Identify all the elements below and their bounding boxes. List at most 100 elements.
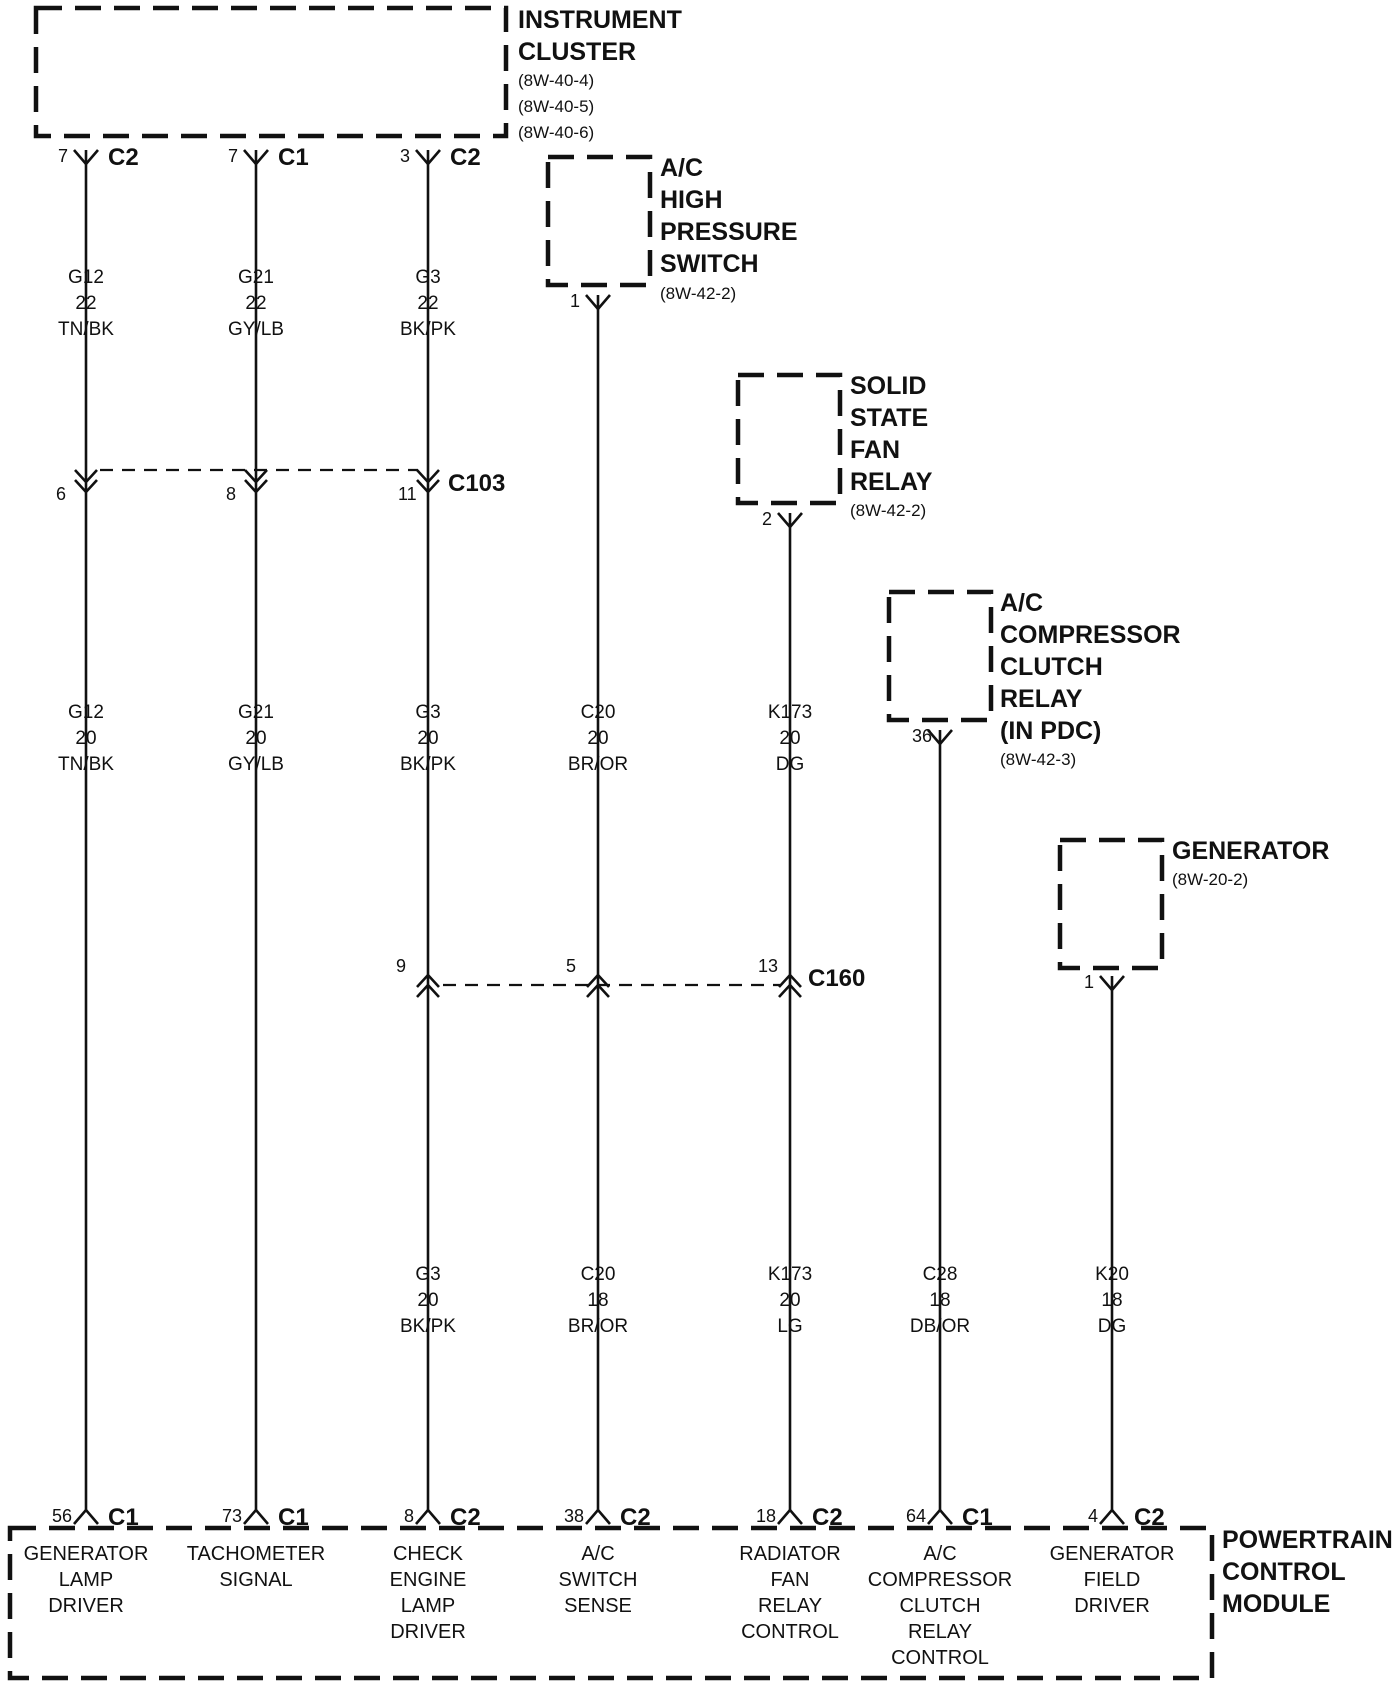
pcm-label-line2: CONTROL [1222, 1558, 1346, 1586]
instrument-cluster-ref-1: (8W-40-4) [518, 71, 594, 90]
wire-c20-top-pin: 1 [570, 291, 580, 311]
wire-g3-c103-terminal [416, 469, 440, 494]
wire-c20-seg2-label-1: 20 [587, 728, 608, 749]
ac-high-pressure-switch-box [545, 154, 653, 288]
ac-high-pressure-switch: A/C HIGH PRESSURE SWITCH (8W-42-2) [545, 154, 798, 303]
wire-k173-pcm-connector: C2 [812, 1504, 843, 1531]
wire-g12-seg1-label-0: G12 [68, 267, 104, 288]
wire-k20-pcm-connector: C2 [1134, 1504, 1165, 1531]
ssfr-label-line3: FAN [850, 436, 900, 464]
pcm-function-g12-line-0: GENERATOR [24, 1543, 149, 1565]
instrument-cluster-label-line1: INSTRUMENT [518, 6, 682, 34]
wire-g3-seg3-label-2: BK/PK [400, 1316, 456, 1337]
wire-k173-seg2-label-1: 20 [779, 728, 800, 749]
wire-g3-seg2-label-1: 20 [417, 728, 438, 749]
instrument-cluster: INSTRUMENT CLUSTER (8W-40-4) (8W-40-5) (… [33, 5, 682, 142]
wire-k173-top-pin: 2 [762, 509, 772, 529]
wire-k173-top-terminal [777, 512, 803, 529]
ac-ccr-label-line4: RELAY [1000, 685, 1083, 713]
pcm-function-k173-line-1: FAN [771, 1569, 810, 1591]
wire-k173-c160-terminal [778, 973, 802, 998]
ac-hps-ref: (8W-42-2) [660, 284, 736, 303]
wire-c20-c160-pin: 5 [566, 956, 576, 976]
ac-hps-label-line2: HIGH [660, 186, 723, 214]
pcm-function-c28-line-1: COMPRESSOR [868, 1569, 1012, 1591]
wire-g12-top-connector: C2 [108, 144, 139, 171]
ac-ccr-ref: (8W-42-3) [1000, 750, 1076, 769]
wire-g12-seg2-label-0: G12 [68, 702, 104, 723]
wire-c28-top-pin: 36 [912, 726, 932, 746]
ac-hps-label-line3: PRESSURE [660, 218, 798, 246]
c160-connector-name: C160 [808, 965, 865, 992]
wire-g21-pcm-pin: 73 [222, 1506, 242, 1526]
wire-c28-pcm-connector: C1 [962, 1504, 993, 1531]
wire-c28-pcm-terminal [927, 1508, 953, 1525]
wire-c20-seg3-label-0: C20 [581, 1264, 616, 1285]
wire-g21-seg2-label-1: 20 [245, 728, 266, 749]
wire-g3-seg1-label-0: G3 [415, 267, 440, 288]
wire-k173-seg2-label-2: DG [776, 754, 805, 775]
pcm-function-k20-line-1: FIELD [1084, 1569, 1141, 1591]
wire-k173-seg3-label-2: LG [777, 1316, 802, 1337]
wire-g21-pcm-terminal [243, 1508, 269, 1525]
solid-state-fan-relay-box [735, 372, 843, 506]
wire-k173-c160-pin: 13 [758, 956, 778, 976]
wire-g3-top-terminal [415, 149, 441, 166]
wire-g12-pcm-pin: 56 [52, 1506, 72, 1526]
ssfr-label-line2: STATE [850, 404, 928, 432]
wire-c28-top-terminal [927, 729, 953, 746]
pcm-function-c20-line-1: SWITCH [559, 1569, 638, 1591]
pcm-function-c28-line-4: CONTROL [891, 1647, 989, 1669]
pcm-function-c20-line-0: A/C [581, 1543, 614, 1565]
generator: GENERATOR (8W-20-2) [1057, 837, 1329, 971]
wire-c20-seg3-label-1: 18 [587, 1290, 608, 1311]
generator-label: GENERATOR [1172, 837, 1329, 865]
pcm-function-g3-line-1: ENGINE [390, 1569, 467, 1591]
wire-k20-seg3-label-1: 18 [1101, 1290, 1122, 1311]
pcm-function-g21-line-1: SIGNAL [219, 1569, 292, 1591]
wire-c20-pcm-terminal [585, 1508, 611, 1525]
wire-g3-c160-pin: 9 [396, 956, 406, 976]
ac-ccr-label-line1: A/C [1000, 589, 1043, 617]
powertrain-control-module: POWERTRAIN CONTROL MODULE [7, 1525, 1392, 1681]
c103-connector-name: C103 [448, 470, 505, 497]
wire-g12-c103-pin: 6 [56, 484, 66, 504]
pcm-function-g12-line-1: LAMP [59, 1569, 113, 1591]
wire-g12-top-terminal [73, 149, 99, 166]
wire-g12-top-pin: 7 [58, 146, 68, 166]
pcm-function-g21-line-0: TACHOMETER [187, 1543, 326, 1565]
pcm-function-g12-line-2: DRIVER [48, 1595, 124, 1617]
wire-c28-pcm-pin: 64 [906, 1506, 926, 1526]
wire-g21-seg2-label-2: GY/LB [228, 754, 284, 775]
wire-g12-seg2-label-2: TN/BK [58, 754, 114, 775]
wire-c20-pcm-pin: 38 [564, 1506, 584, 1526]
pcm-function-g3-line-0: CHECK [393, 1543, 464, 1565]
pcm-function-k173-line-0: RADIATOR [739, 1543, 841, 1565]
ac-compressor-clutch-relay: A/C COMPRESSOR CLUTCH RELAY (IN PDC) (8W… [886, 589, 1181, 769]
wire-g12-seg1-label-1: 22 [75, 293, 96, 314]
ssfr-ref: (8W-42-2) [850, 501, 926, 520]
wire-k173-seg3-label-0: K173 [768, 1264, 812, 1285]
wire-g3-pcm-terminal [415, 1508, 441, 1525]
generator-box [1057, 837, 1165, 971]
wire-g12-pcm-terminal [73, 1508, 99, 1525]
wire-g12-c103-terminal [74, 469, 98, 494]
wire-g3-seg2-label-0: G3 [415, 702, 440, 723]
ssfr-label-line4: RELAY [850, 468, 933, 496]
ac-ccr-label-line2: COMPRESSOR [1000, 621, 1181, 649]
ac-ccr-label-line5: (IN PDC) [1000, 717, 1101, 745]
ac-ccr-label-line3: CLUTCH [1000, 653, 1103, 681]
wire-c20-pcm-connector: C2 [620, 1504, 651, 1531]
wire-c20-seg2-label-0: C20 [581, 702, 616, 723]
wire-g21-seg1-label-0: G21 [238, 267, 274, 288]
wire-g12-seg2-label-1: 20 [75, 728, 96, 749]
wire-g12-seg1-label-2: TN/BK [58, 319, 114, 340]
wire-g21-seg1-label-2: GY/LB [228, 319, 284, 340]
pcm-function-g3-line-3: DRIVER [390, 1621, 466, 1643]
instrument-cluster-box [33, 5, 509, 139]
ac-hps-label-line4: SWITCH [660, 250, 759, 278]
wire-k173-seg3-label-1: 20 [779, 1290, 800, 1311]
pcm-function-g3-line-2: LAMP [401, 1595, 455, 1617]
